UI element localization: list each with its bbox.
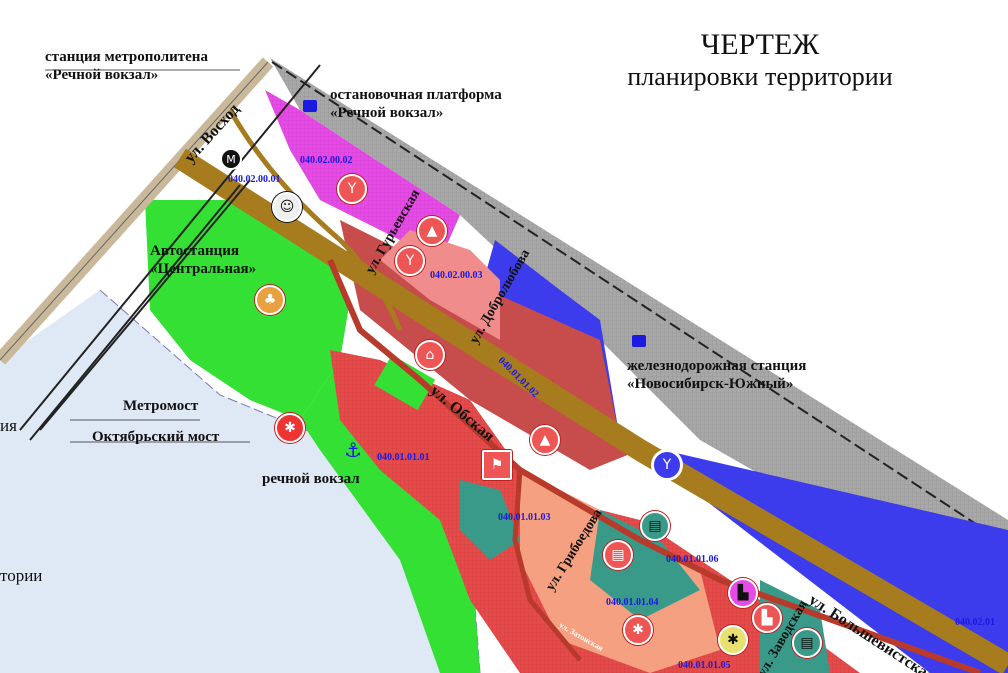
ramp-loop (227, 108, 403, 331)
school-zone (590, 510, 700, 620)
monument-icon: Y (652, 450, 682, 480)
monument-icon: Y (337, 174, 367, 204)
label-line: станция метрополитена (45, 49, 208, 65)
cut-label-1: ия (0, 416, 17, 435)
label-line: «Речной вокзал» (45, 67, 159, 83)
factory-icon: ▙ (752, 603, 782, 633)
voskhod-street-edge (0, 61, 269, 361)
book-icon: ▤ (640, 511, 670, 541)
theatre-icon: ☺ (272, 192, 302, 222)
zone-code: 040.01.01.05 (678, 660, 731, 671)
book-icon: ▤ (603, 540, 633, 570)
zone-code: 040.02.00.03 (430, 270, 483, 281)
bus-icon (303, 100, 317, 112)
label-line: «Речной вокзал» (330, 105, 444, 121)
sport-icon: ✱ (718, 625, 748, 655)
zone-code: 040.02.00.02 (300, 155, 353, 166)
river-area (0, 290, 480, 673)
zone-code: 040.02.01 (955, 617, 995, 628)
admin-icon: ▲ (417, 216, 447, 246)
sport-icon: ⚑ (482, 450, 512, 480)
industrial-zone (470, 240, 1008, 673)
school-zone-2 (460, 480, 520, 560)
sport-icon: ✱ (623, 615, 653, 645)
label-line: «Центральная» (150, 261, 257, 277)
museum-icon: ⌂ (415, 340, 445, 370)
metro-bridge-label: Метромост (123, 398, 199, 414)
label-line: железнодорожная станция (627, 358, 807, 374)
griboedova-road (512, 469, 582, 662)
monument-icon: Y (395, 246, 425, 276)
oct-bridge-label: Октябрьский мост (92, 429, 220, 445)
book-icon: ▤ (792, 628, 822, 658)
label-line: «Новосибирск-Южный» (627, 376, 794, 392)
metro-icon: M (220, 148, 242, 170)
title-line-2: планировки территории (627, 62, 893, 91)
admin-icon: ▲ (530, 425, 560, 455)
metro-station-label: станция метрополитена «Речной вокзал» (45, 48, 208, 84)
railway-line (271, 61, 1008, 546)
river-station-label: речной вокзал (262, 471, 360, 487)
zone-code: 040.01.01.01 (377, 452, 430, 463)
anchor-icon: ⚓ (344, 438, 362, 462)
title-line-1: ЧЕРТЕЖ (700, 28, 820, 61)
train-icon (632, 335, 646, 347)
label-line: остановочная платформа (330, 87, 502, 103)
commercial-zone-hatch (265, 90, 460, 260)
oct-bridge-line-2 (29, 184, 241, 441)
metro-bridge-line (19, 64, 321, 431)
factory-icon: ▙ (728, 578, 758, 608)
bus-station-label: Автостанция «Центральная» (150, 242, 256, 278)
rail-station-label: железнодорожная станция «Новосибирск-Южн… (627, 357, 806, 393)
green-block (374, 354, 436, 411)
main-road (174, 148, 1008, 673)
embankment-green (300, 360, 480, 673)
park-zone (145, 200, 350, 420)
tree-icon: ♣ (255, 285, 285, 315)
railway-zone-hatch (270, 58, 1008, 560)
cut-label-2: тории (0, 566, 43, 585)
zone-code: 040.01.01.06 (666, 554, 719, 565)
zone-code: 040.01.01.04 (606, 597, 659, 608)
stop-platform-label: остановочная платформа «Речной вокзал» (330, 86, 502, 122)
oct-bridge-line (39, 179, 251, 431)
sport-icon: ✱ (275, 413, 305, 443)
map-title: ЧЕРТЕЖ планировки территории (560, 28, 960, 92)
zone-code: 040.01.01.03 (498, 512, 551, 523)
zone-code: 040.02.00.01 (228, 174, 281, 185)
label-line: Автостанция (150, 243, 239, 259)
